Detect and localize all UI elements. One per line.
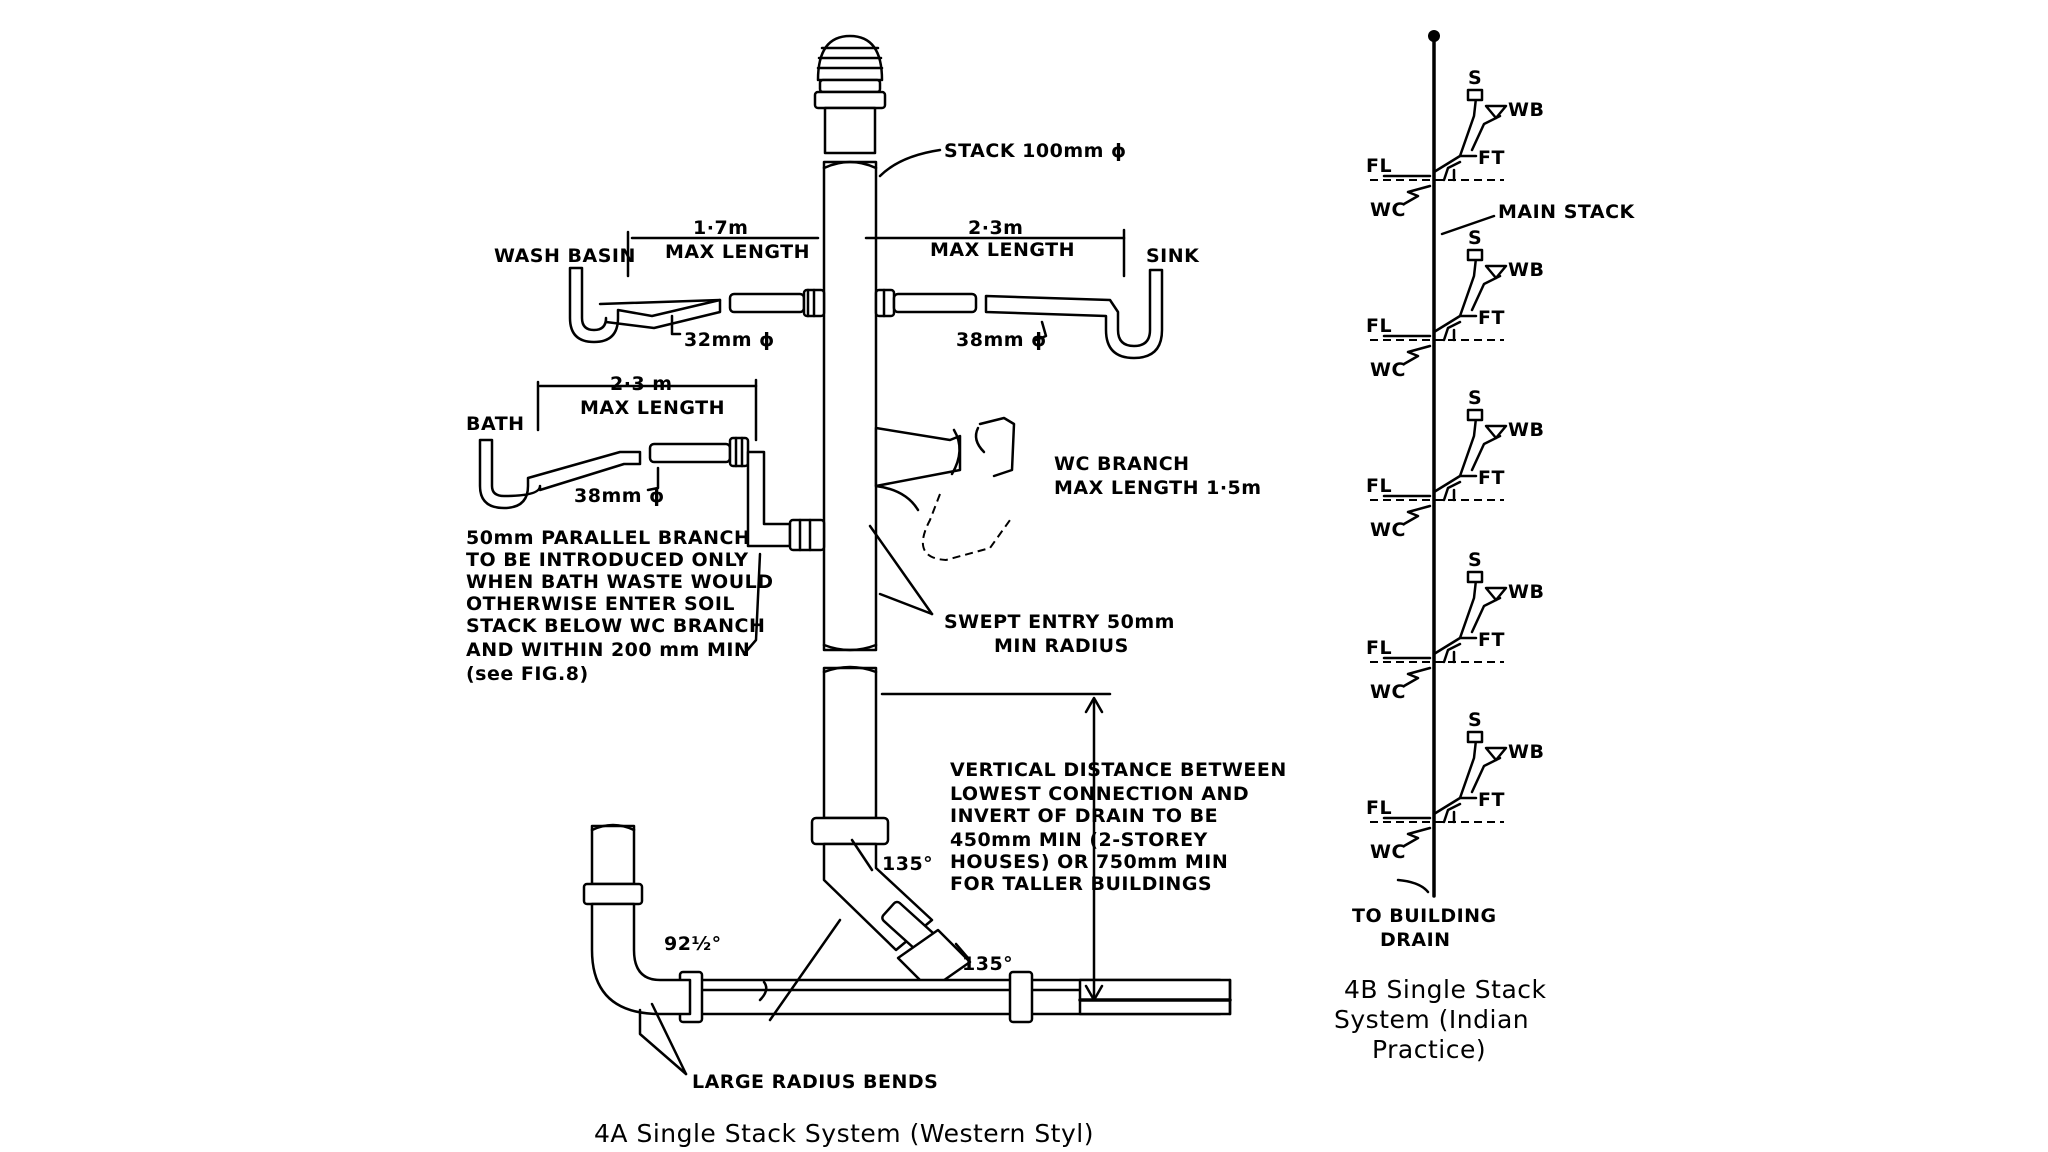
label-angle-92: 92½° [664, 933, 722, 955]
label-s: S [1468, 549, 1482, 571]
vertical-note-line: VERTICAL DISTANCE BETWEEN [950, 759, 1287, 781]
bath-branch [478, 436, 826, 552]
caption-4b-line: Practice) [1372, 1035, 1486, 1064]
vertical-note-line: 450mm MIN (2-STOREY [950, 829, 1208, 851]
label-to-building: TO BUILDING [1352, 905, 1497, 927]
label-wb: WB [1508, 99, 1544, 121]
label-wb: WB [1508, 581, 1544, 603]
label-sink-length: 2·3m [968, 217, 1023, 239]
caption-4b-line: System (Indian [1334, 1005, 1529, 1034]
label-ft: FT [1478, 147, 1505, 169]
label-sink: SINK [1146, 245, 1200, 267]
label-wb-diameter: 32mm ϕ [684, 329, 775, 351]
label-drain: DRAIN [1380, 929, 1451, 951]
vertical-note-line: FOR TALLER BUILDINGS [950, 873, 1212, 895]
parallel-note-line: 50mm PARALLEL BRANCH [466, 527, 750, 549]
label-wb: WB [1508, 259, 1544, 281]
label-wb-length: 1·7m [693, 217, 748, 239]
label-wb: WB [1508, 419, 1544, 441]
label-wash-basin: WASH BASIN [494, 245, 636, 267]
vertical-distance-note: VERTICAL DISTANCE BETWEEN LOWEST CONNECT… [950, 759, 1287, 895]
label-ft: FT [1478, 467, 1505, 489]
label-wc-max-length: MAX LENGTH 1·5m [1054, 477, 1262, 499]
label-wc: WC [1370, 519, 1406, 541]
label-ft: FT [1478, 789, 1505, 811]
label-wc: WC [1370, 199, 1406, 221]
label-fl: FL [1366, 475, 1392, 497]
label-bath-max-length: MAX LENGTH [580, 397, 725, 419]
floor-fixtures: FL WC FT S WB FL WC FT S WB FL WC FT S WB FL WC FT S WB FL WC… [1366, 67, 1544, 863]
label-fl: FL [1366, 637, 1392, 659]
dimension-lines [536, 148, 1126, 1076]
figure-4b: MAIN STACK TO BUILDING DRAIN FLWCFTSWBFL… [1334, 30, 1636, 1064]
label-main-stack: MAIN STACK [1498, 201, 1636, 223]
parallel-note-line: (see FIG.8) [466, 663, 589, 685]
figure-4a: STACK 100mm ϕ 1·7m MAX LENGTH 2·3m MAX L… [466, 34, 1287, 1148]
parallel-note-line: TO BE INTRODUCED ONLY [466, 549, 748, 571]
main-stack [822, 160, 878, 820]
label-ft: FT [1478, 307, 1505, 329]
label-sink-max-length: MAX LENGTH [930, 239, 1075, 261]
wc-branch [874, 416, 1016, 562]
label-fl: FL [1366, 315, 1392, 337]
wash-basin-branch [568, 266, 826, 344]
parallel-note-line: OTHERWISE ENTER SOIL [466, 593, 735, 615]
label-fl: FL [1366, 797, 1392, 819]
label-ft: FT [1478, 629, 1505, 651]
drain-assembly [582, 816, 1232, 1024]
label-wc: WC [1370, 681, 1406, 703]
label-wc-branch: WC BRANCH [1054, 453, 1190, 475]
label-swept-radius: MIN RADIUS [994, 635, 1129, 657]
caption-4a: 4A Single Stack System (Western Styl) [594, 1119, 1094, 1148]
label-bath-diameter: 38mm ϕ [574, 485, 665, 507]
label-bath-length: 2·3 m [610, 373, 673, 395]
vertical-note-line: LOWEST CONNECTION AND [950, 783, 1249, 805]
vertical-note-line: HOUSES) OR 750mm MIN [950, 851, 1228, 873]
label-s: S [1468, 67, 1482, 89]
parallel-note-line: STACK BELOW WC BRANCH [466, 615, 765, 637]
label-s: S [1468, 709, 1482, 731]
parallel-note-line: AND WITHIN 200 mm MIN [466, 639, 750, 661]
label-large-radius-bends: LARGE RADIUS BENDS [692, 1071, 938, 1093]
label-s: S [1468, 387, 1482, 409]
label-wc: WC [1370, 841, 1406, 863]
vent-cowl [813, 34, 887, 155]
label-s: S [1468, 227, 1482, 249]
label-wb-max-length: MAX LENGTH [665, 241, 810, 263]
label-stack: STACK 100mm ϕ [944, 140, 1127, 162]
label-wb: WB [1508, 741, 1544, 763]
vertical-note-line: INVERT OF DRAIN TO BE [950, 805, 1218, 827]
label-wc: WC [1370, 359, 1406, 381]
label-angle-135-upper: 135° [882, 853, 933, 875]
caption-4b-line: 4B Single Stack [1344, 975, 1547, 1004]
label-bath: BATH [466, 413, 525, 435]
parallel-branch-note: 50mm PARALLEL BRANCH TO BE INTRODUCED ON… [466, 527, 774, 685]
label-sink-diameter: 38mm ϕ [956, 329, 1047, 351]
parallel-note-line: WHEN BATH WASTE WOULD [466, 571, 774, 593]
label-angle-135-lower: 135° [962, 953, 1013, 975]
label-fl: FL [1366, 155, 1392, 177]
label-swept-entry: SWEPT ENTRY 50mm [944, 611, 1175, 633]
sink-branch [874, 268, 1164, 360]
